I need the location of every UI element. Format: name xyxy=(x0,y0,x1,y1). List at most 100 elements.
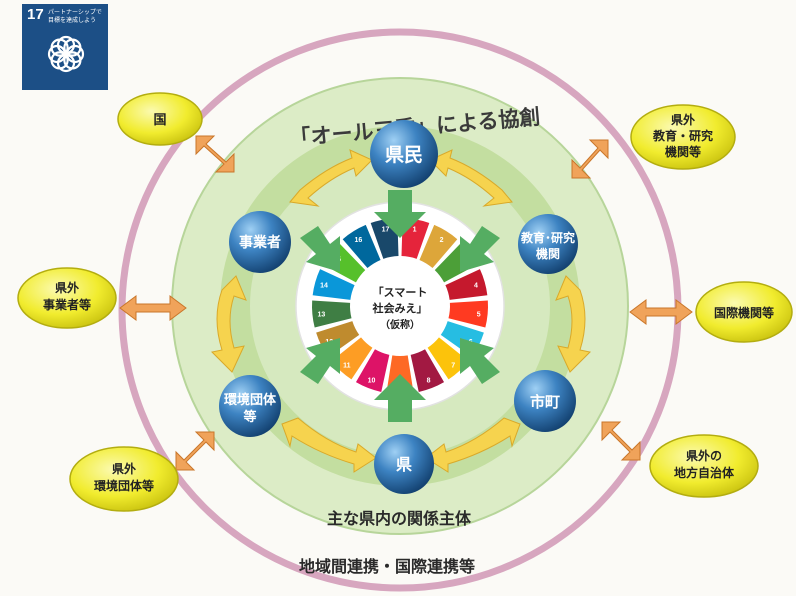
sdg-wheel-number: 11 xyxy=(343,362,351,369)
outer-node-kuni-shape xyxy=(117,92,203,146)
node-shicho: 市町 xyxy=(514,370,576,432)
sdg-wheel-segment xyxy=(342,224,381,269)
outer-node-kengai-kyoiku: 県外 教育・研究 機関等 xyxy=(630,104,736,170)
outer-node-kokusai-shape xyxy=(695,281,793,343)
outer-node-kengai-kankyo: 県外 環境団体等 xyxy=(69,446,179,512)
sdg-wheel-number: 13 xyxy=(317,311,325,318)
orange-arrow-kengai-kyoiku xyxy=(571,139,609,179)
green-arrows xyxy=(300,190,500,422)
green-arrow-upper-right xyxy=(460,226,500,272)
node-kankyo-ball xyxy=(219,375,281,437)
yellow-arrow-kankyo-ken xyxy=(281,417,377,473)
sdg-wheel-number: 14 xyxy=(320,282,328,289)
sdg-wheel-segment xyxy=(355,349,390,392)
orange-arrow-kuni xyxy=(195,135,235,173)
center-label: 「スマート 社会みえ」 （仮称） xyxy=(372,285,428,331)
outer-node-kengai-jigyosha-shape xyxy=(17,267,117,329)
sdg-caption: パートナーシップで 目標を達成しよう xyxy=(48,9,104,25)
sdg-wheel-segment xyxy=(427,337,469,380)
yellow-arrow-kyoiku-shicho xyxy=(555,275,592,373)
center-core xyxy=(354,260,446,352)
outer-node-kengai-chiho-shape xyxy=(649,434,759,498)
node-kyoiku-label-2: 機関 xyxy=(536,246,560,261)
node-kankyo-label-1: 環境団体 xyxy=(224,392,277,407)
outer-ring-label: 地域間連携・国際連携等 xyxy=(299,557,475,576)
node-ken: 県 xyxy=(374,434,434,494)
sdg-wheel-number: 5 xyxy=(477,311,481,318)
outer-node-kengai-chiho-label-1: 県外の xyxy=(686,448,722,463)
sdg17-badge: 17 パートナーシップで 目標を達成しよう xyxy=(22,4,108,90)
orange-arrow-kengai-chiho xyxy=(601,421,641,461)
green-arrow-lower-right xyxy=(460,338,500,384)
outer-node-kengai-kankyo-label-2: 環境団体等 xyxy=(94,478,154,493)
outer-node-kengai-jigyosha: 県外 事業者等 xyxy=(17,267,117,329)
node-shicho-label: 市町 xyxy=(530,393,560,411)
sdg-wheel-segment xyxy=(419,224,458,269)
sdg-wheel-segment xyxy=(312,300,352,328)
sdg-wheel-number: 1 xyxy=(413,226,417,233)
green-arrow-lower-left xyxy=(300,338,340,384)
outer-node-kengai-kyoiku-label-1: 県外 xyxy=(671,112,695,127)
node-shicho-ball xyxy=(514,370,576,432)
sdg-caption-line: パートナーシップで xyxy=(48,9,102,16)
node-kenmin-label: 県民 xyxy=(385,144,423,166)
sdg-wheel-number: 16 xyxy=(355,237,363,244)
yellow-arrow-kenmin-jigyosha xyxy=(289,149,373,207)
outer-node-kengai-jigyosha-label-1: 県外 xyxy=(55,280,79,295)
node-jigyosha: 事業者 xyxy=(229,211,291,273)
node-kankyo-label-2: 等 xyxy=(242,409,256,424)
green-arrow-bottom xyxy=(374,374,426,422)
orange-arrow-kengai-kankyo xyxy=(175,431,215,471)
sdg-wheel-segment xyxy=(448,300,488,328)
outer-node-kengai-kankyo-label-1: 県外 xyxy=(112,461,136,476)
outer-node-kuni-label: 国 xyxy=(153,112,166,127)
inner-ring-bottom-label: 主な県内の関係主体 xyxy=(327,509,472,528)
yellow-arrow-kenmin-kyoiku xyxy=(429,149,513,207)
sdg-number: 17 xyxy=(27,6,44,23)
green-arrow-upper-left xyxy=(300,226,340,272)
sdg-wheel-segment xyxy=(445,269,488,300)
node-ken-ball xyxy=(374,434,434,494)
green-arrow-top xyxy=(374,190,426,238)
sdg-wheel-number: 10 xyxy=(368,378,376,385)
outer-node-kokusai-label: 国際機関等 xyxy=(714,305,774,320)
node-kenmin-ball xyxy=(370,120,438,188)
sdg-wheel-number: 7 xyxy=(451,362,455,369)
center-label-line-1: 「スマート xyxy=(373,285,428,299)
sdg-wheel-number: 17 xyxy=(382,226,390,233)
orange-arrows xyxy=(119,135,693,471)
yellow-arrows xyxy=(210,149,592,473)
outer-node-kengai-kyoiku-label-3: 機関等 xyxy=(665,144,701,159)
outer-node-kengai-chiho: 県外の 地方自治体 xyxy=(649,434,759,498)
outer-node-kuni: 国 xyxy=(117,92,203,146)
sdg17-flower-icon xyxy=(47,35,85,73)
node-kankyo: 環境団体 等 xyxy=(219,375,281,437)
sdg-wheel-number: 8 xyxy=(427,378,431,385)
sdg-wheel-segment xyxy=(331,337,373,380)
sdg-wheel-segment xyxy=(410,349,445,392)
orange-arrow-kokusai xyxy=(629,299,693,325)
yellow-arrow-jigyosha-kankyo xyxy=(210,275,247,373)
center-label-line-3: （仮称） xyxy=(380,318,420,331)
node-kenmin: 県民 xyxy=(370,120,438,188)
outer-node-kokusai: 国際機関等 xyxy=(695,281,793,343)
sdg-wheel-number: 2 xyxy=(440,237,444,244)
node-ken-label: 県 xyxy=(396,456,412,474)
orange-arrow-kengai-jigyosha xyxy=(119,295,187,321)
sdg-wheel-number: 4 xyxy=(474,282,478,289)
outer-node-kengai-kankyo-shape xyxy=(69,446,179,512)
outer-node-kengai-chiho-label-2: 地方自治体 xyxy=(674,465,735,480)
node-kyoiku-label-1: 教育･研究 xyxy=(520,230,575,245)
node-kyoiku: 教育･研究 機関 xyxy=(518,214,578,274)
node-jigyosha-label: 事業者 xyxy=(239,234,281,250)
center-label-line-2: 社会みえ」 xyxy=(372,301,428,315)
yellow-arrow-shicho-ken xyxy=(425,417,521,473)
outer-node-kengai-kyoiku-shape xyxy=(630,104,736,170)
sdg-wheel-segment xyxy=(312,269,355,300)
sdg-caption-line: 目標を達成しよう xyxy=(48,17,97,24)
outer-node-kengai-jigyosha-label-2: 事業者等 xyxy=(43,297,91,312)
node-jigyosha-ball xyxy=(229,211,291,273)
outer-node-kengai-kyoiku-label-2: 教育・研究 xyxy=(652,128,713,143)
node-kyoiku-ball xyxy=(518,214,578,274)
